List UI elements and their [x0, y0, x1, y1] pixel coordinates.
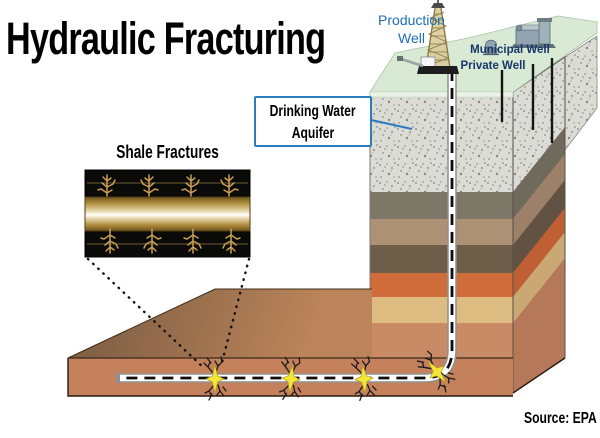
page-title: Hydraulic Fracturing	[6, 16, 426, 61]
aquifer-back-wedge	[565, 36, 597, 150]
well-end-cap	[116, 373, 120, 383]
shale-fractures-label: Shale Fractures	[116, 142, 219, 162]
private-well-pump-icon	[483, 39, 499, 56]
private-well-label: Private Well	[460, 60, 526, 72]
drilling-derrick-icon	[397, 0, 459, 74]
block-right-face	[512, 35, 598, 394]
water-well-pipes	[500, 58, 554, 143]
inset-leader-lines	[86, 257, 251, 371]
aquifer-callout-line1: Drinking Water	[269, 103, 357, 120]
drinking-water-aquifer-callout: Drinking Water Aquifer	[254, 96, 372, 147]
shale-fractures-inset	[84, 169, 251, 258]
municipal-well-label: Municipal Well	[470, 44, 550, 56]
municipal-pump-station-icon	[511, 18, 556, 48]
well-bore	[116, 70, 457, 383]
production-well-label: Production Well	[378, 12, 445, 46]
aquifer-layer	[370, 92, 513, 192]
inset-wellbore-pipe	[84, 196, 251, 232]
block-front-face	[369, 92, 514, 393]
source-attribution: Source: EPA	[524, 410, 597, 427]
shale-slab-top	[68, 289, 372, 358]
aquifer-callout-line2: Aquifer	[291, 124, 335, 142]
page-title-text: Hydraulic Fracturing	[6, 13, 326, 64]
well-casing-dashes	[120, 70, 454, 380]
aquifer-pointer-line	[370, 119, 413, 130]
